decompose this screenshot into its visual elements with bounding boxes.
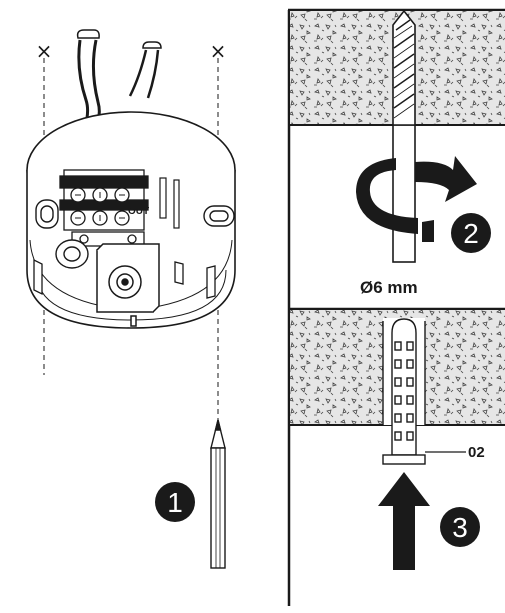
connector-socket — [96, 243, 160, 327]
mounting-base-illustration: × × — [26, 29, 236, 569]
drill-step: 2 Ø6 mm — [290, 9, 505, 297]
drill-diameter-label: Ø6 mm — [360, 278, 418, 297]
pencil-icon — [210, 419, 226, 569]
push-arrow-icon — [378, 472, 430, 570]
step-2-number: 2 — [463, 218, 479, 249]
wall-plug-icon — [382, 318, 426, 465]
part-number-label: 02 — [468, 444, 485, 461]
step-1-badge — [155, 482, 195, 522]
retaining-clips — [33, 258, 216, 299]
step-3-number: 3 — [452, 512, 468, 543]
terminal-block — [59, 169, 149, 247]
supply-cable-right — [128, 41, 162, 99]
cable-grommet — [55, 239, 89, 269]
mounting-hole-left — [35, 199, 59, 229]
terminal-out-label: OUT — [128, 206, 149, 217]
plug-step: 02 3 — [290, 310, 505, 570]
step-2-badge — [451, 213, 491, 253]
cross-mark-left: × — [36, 39, 53, 63]
base-slots — [159, 177, 180, 229]
drilling-panel: 2 Ø6 mm 02 — [287, 8, 505, 606]
mounting-hole-right — [203, 205, 235, 227]
cross-mark-right: × — [210, 39, 227, 63]
step-3-badge — [440, 507, 480, 547]
rotation-arrow-icon — [356, 156, 477, 242]
step-1-number: 1 — [167, 487, 183, 518]
